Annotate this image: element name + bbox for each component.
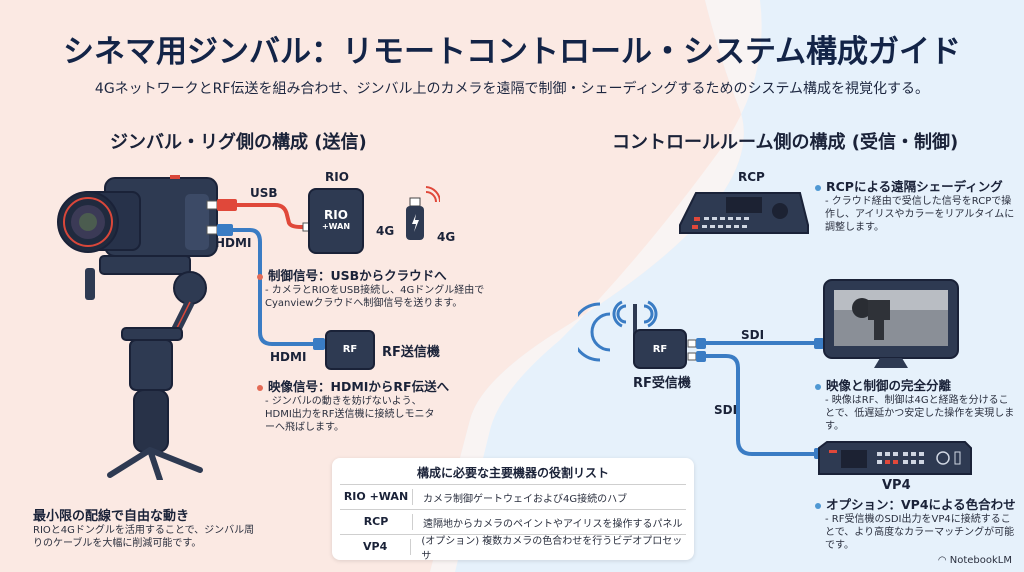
sdi-side-label: SDI: [714, 403, 738, 417]
usb-cable: [206, 199, 312, 232]
left-section-heading: ジンバル・リグ側の構成 (送信): [110, 132, 367, 153]
right-section-heading: コントロールルーム側の構成 (受信・制御): [612, 132, 959, 153]
table-row: RIO +WAN カメラ制御ゲートウェイおよび4G接続のハブ: [340, 484, 686, 509]
rcp-panel-icon: [679, 192, 809, 234]
rf-rx-device-label: RF: [652, 344, 668, 355]
table-row: VP4 (オプション) 複数カメラの色合わせを行うビデオプロセッサ: [340, 534, 686, 562]
camera-icon: [57, 175, 218, 257]
hdmi-top-label: HDMI: [215, 236, 252, 250]
rio-device-sublabel: +WAN: [321, 222, 351, 231]
table-row: RCP 遠隔地からカメラのペイントやアイリスを操作するパネル: [340, 509, 686, 534]
gimbal-camera-illustration: [57, 175, 218, 480]
sdi-top-label: SDI: [741, 328, 765, 342]
monitor-icon: [823, 279, 959, 368]
minimal-wiring-note: 最小限の配線で自由な動き RIOと4Gドングルを活用することで、ジンバル周りのケ…: [33, 505, 263, 550]
fourg-label-b: 4G: [437, 230, 456, 244]
rf-receiver-label: RF受信機: [633, 376, 691, 391]
separation-bullet: 映像と制御の完全分離 - 映像はRF、制御は4Gと経路を分けることで、低遅延かつ…: [815, 375, 1015, 433]
vp4-option-heading: オプション：VP4による色合わせ: [826, 497, 1016, 512]
rio-device: RIO +WAN: [308, 188, 364, 254]
rcp-label: RCP: [738, 170, 765, 184]
vp4-option-text: - RF受信機のSDI出力をVP4に接続することで、より高度なカラーマッチングが…: [825, 514, 1015, 551]
rio-device-label: RIO: [324, 208, 348, 222]
vp4-processor-icon: [818, 441, 972, 475]
hdmi-bottom-label: HDMI: [270, 350, 307, 364]
usb-label: USB: [250, 186, 278, 200]
separation-heading: 映像と制御の完全分離: [826, 378, 952, 393]
table-row-value: カメラ制御ゲートウェイおよび4G接続のハブ: [423, 493, 628, 505]
brand-label: NotebookLM: [949, 555, 1012, 566]
rf-tx-device-label: RF: [342, 344, 358, 355]
gimbal-icon: [85, 255, 207, 480]
video-signal-bullet: 映像信号：HDMIからRF伝送へ - ジンバルの動きを妨げないよう、HDMI出力…: [257, 376, 449, 434]
rcp-shading-text: - クラウド経由で受信した信号をRCPで操作し、アイリスやカラーをリアルタイムに…: [825, 196, 1015, 233]
separation-text: - 映像はRF、制御は4Gと経路を分けることで、低遅延かつ安定した操作を実現しま…: [825, 395, 1015, 432]
control-signal-heading: 制御信号：USBからクラウドへ: [268, 268, 447, 283]
table-row-value: 遠隔地からカメラのペイントやアイリスを操作するパネル: [423, 518, 683, 530]
table-row-value: (オプション) 複数カメラの色合わせを行うビデオプロセッサ: [421, 536, 683, 562]
bullet-dot: [257, 384, 263, 391]
notebooklm-brand: ◠ NotebookLM: [938, 555, 1012, 566]
bullet-dot: [815, 502, 821, 509]
vp4-label: VP4: [882, 478, 911, 493]
vp4-option-bullet: オプション：VP4による色合わせ - RF受信機のSDI出力をVP4に接続するこ…: [815, 494, 1016, 552]
minimal-wiring-heading: 最小限の配線で自由な動き: [33, 509, 190, 524]
bullet-dot: [815, 383, 821, 390]
rf-receiver-illustration: [578, 300, 687, 369]
hdmi-cable: [206, 224, 325, 350]
rcp-shading-bullet: RCPによる遠隔シェーディング - クラウド経由で受信した信号をRCPで操作し、…: [815, 176, 1015, 234]
minimal-wiring-text: RIOと4Gドングルを活用することで、ジンバル周りのケーブルを大幅に削減可能です…: [33, 525, 255, 549]
fourg-label-a: 4G: [376, 224, 395, 238]
video-signal-heading: 映像信号：HDMIからRF伝送へ: [268, 379, 450, 394]
rcp-shading-heading: RCPによる遠隔シェーディング: [826, 179, 1003, 194]
equipment-role-table: 構成に必要な主要機器の役割リスト RIO +WAN カメラ制御ゲートウェイおよび…: [332, 458, 694, 562]
table-row-key: RCP: [340, 514, 413, 530]
notebooklm-logo-icon: ◠: [937, 555, 947, 566]
4g-dongle-icon: [406, 186, 440, 240]
rf-transmitter-label: RF送信機: [382, 345, 440, 360]
bullet-dot: [815, 184, 821, 191]
wireless-signal-icon: [578, 300, 658, 362]
control-signal-text: - カメラとRIOをUSB接続し、4Gドングル経由でCyanviewクラウドへ制…: [265, 285, 485, 309]
control-signal-bullet: 制御信号：USBからクラウドへ - カメラとRIOをUSB接続し、4Gドングル経…: [257, 265, 487, 310]
bullet-dot: [257, 273, 263, 280]
table-title: 構成に必要な主要機器の役割リスト: [416, 466, 609, 480]
table-row-key: RIO +WAN: [340, 489, 413, 505]
video-signal-text: - ジンバルの動きを妨げないよう、HDMI出力をRF送信機に接続しモニターへ飛ば…: [265, 396, 435, 433]
page-subtitle: 4GネットワークとRF伝送を組み合わせ、ジンバル上のカメラを遠隔で制御・シェーデ…: [94, 81, 930, 97]
page-title: シネマ用ジンバル：リモートコントロール・システム構成ガイド: [62, 34, 962, 70]
rio-label: RIO: [325, 170, 349, 184]
rf-transmitter-device: RF: [325, 330, 375, 370]
table-row-key: VP4: [340, 539, 412, 555]
